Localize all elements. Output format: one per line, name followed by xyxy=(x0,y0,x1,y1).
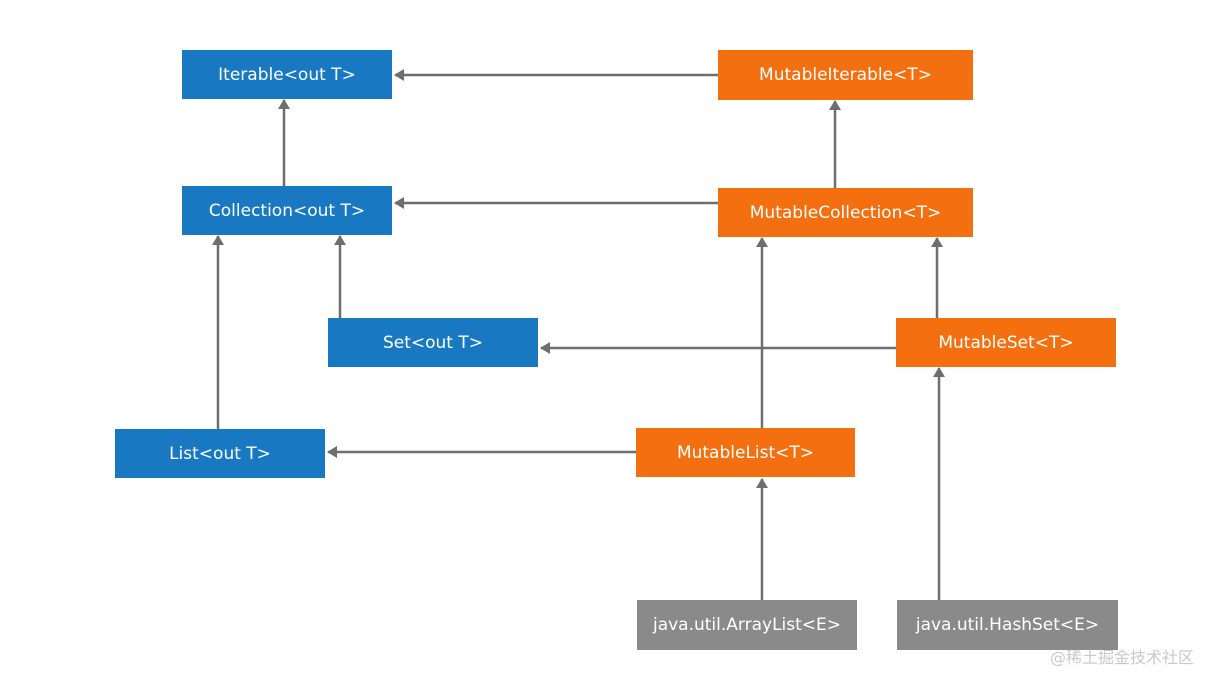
node-mutable-iterable: MutableIterable<T> xyxy=(718,50,973,100)
node-iterable: Iterable<out T> xyxy=(182,50,392,99)
node-java-arraylist: java.util.ArrayList<E> xyxy=(637,600,857,650)
node-list: List<out T> xyxy=(115,429,325,478)
node-mutable-collection: MutableCollection<T> xyxy=(718,188,973,237)
node-set: Set<out T> xyxy=(328,318,538,367)
node-mutable-list: MutableList<T> xyxy=(636,428,855,477)
node-java-hashset: java.util.HashSet<E> xyxy=(897,600,1118,650)
node-collection: Collection<out T> xyxy=(182,186,392,235)
node-mutable-set: MutableSet<T> xyxy=(896,318,1116,367)
watermark: @稀土掘金技术社区 xyxy=(1049,648,1194,667)
